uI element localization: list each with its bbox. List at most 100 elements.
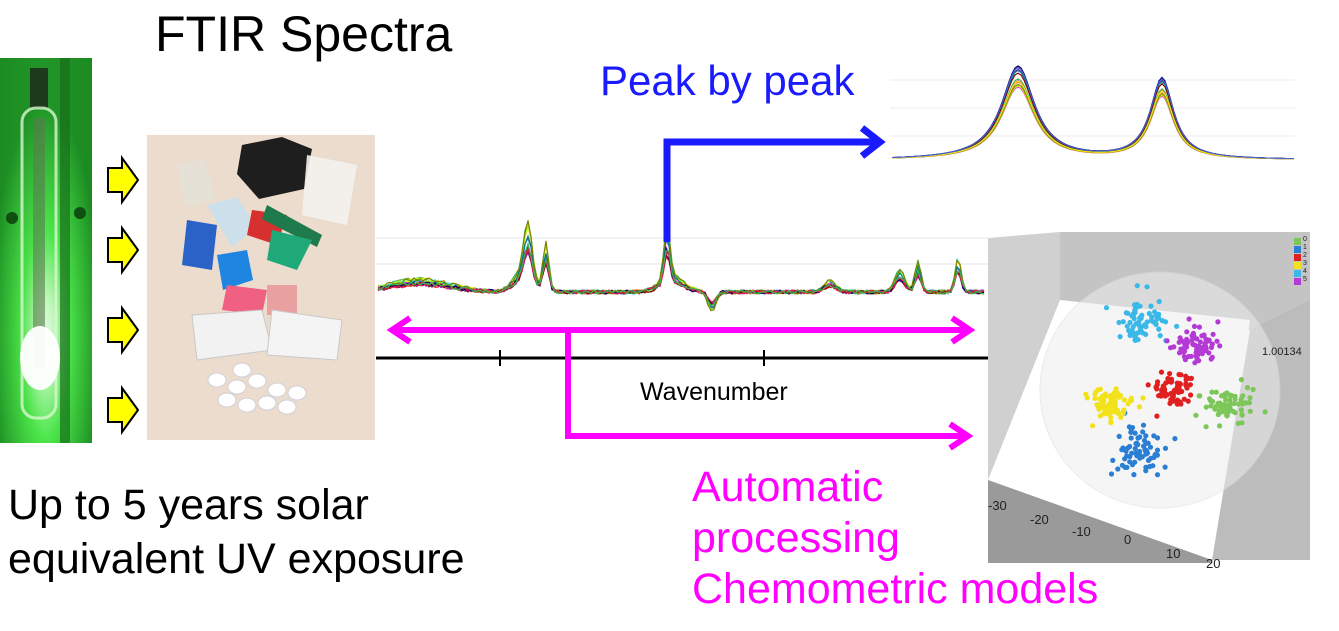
pca-point (1128, 429, 1134, 435)
pca-point (1181, 396, 1187, 402)
yellow-arrow-icon (107, 154, 140, 206)
pca-point (1185, 398, 1191, 404)
pca-point (1163, 380, 1169, 386)
pca-point (1124, 464, 1130, 470)
pca-point (1199, 333, 1205, 339)
exposure-line-2: equivalent UV exposure (8, 535, 465, 583)
pca-point (1193, 412, 1199, 418)
pca-point (1177, 399, 1183, 405)
pca-point (1210, 331, 1216, 337)
pca-legend-label: 3 (1303, 260, 1307, 267)
pca-point (1182, 357, 1188, 363)
pca-point (1191, 335, 1197, 341)
pca-side-value: 1.00134 (1262, 346, 1302, 358)
pca-point (1144, 284, 1150, 290)
pca-point (1167, 371, 1173, 377)
pca-point (1167, 345, 1174, 351)
pca-point (1162, 445, 1169, 451)
spectrum-lines (377, 219, 985, 312)
pca-point (1090, 423, 1096, 429)
pca-point (1099, 393, 1105, 399)
pca-point (1136, 319, 1142, 325)
pca-point (1132, 430, 1138, 436)
peak-by-peak-label: Peak by peak (600, 57, 855, 104)
pca-point (1132, 308, 1138, 314)
pca-point (1196, 358, 1202, 364)
axis-label-wavenumber: Wavenumber (640, 378, 788, 406)
pca-point (1192, 360, 1198, 366)
uv-lamp-drawing (0, 58, 92, 443)
pca-point (1208, 403, 1214, 409)
pca-point (1127, 319, 1133, 326)
pca-point (1183, 373, 1189, 379)
uv-lamp-photo (0, 58, 92, 443)
pca-point (1108, 415, 1114, 421)
pca-point (1139, 324, 1145, 330)
pca-point (1167, 400, 1173, 406)
pca-point (1145, 457, 1152, 463)
pca-legend-swatch (1294, 278, 1301, 285)
pca-point (1129, 450, 1135, 456)
pca-point (1135, 337, 1141, 343)
pca-point (1219, 393, 1225, 399)
pca-point (1182, 344, 1188, 350)
pca-point (1232, 396, 1238, 403)
pca-point (1203, 404, 1209, 410)
pca-point (1103, 305, 1110, 311)
exposure-caption: Up to 5 years solar equivalent UV exposu… (8, 478, 465, 586)
pca-point (1188, 375, 1194, 381)
pca-point (1140, 422, 1147, 428)
pca-point (1247, 408, 1253, 414)
pca-point (1154, 413, 1160, 419)
pca-x-tick: -10 (1072, 524, 1091, 539)
pca-point (1144, 319, 1150, 325)
pca-point (1140, 395, 1146, 401)
pca-point (1171, 387, 1177, 393)
pca-point (1190, 330, 1196, 336)
pca-point (1150, 463, 1156, 469)
pca-point (1110, 457, 1116, 463)
pca-point (1132, 446, 1138, 452)
pca-point (1083, 391, 1089, 397)
blue-peak-arrow (663, 125, 886, 242)
pca-point (1134, 440, 1140, 446)
pca-point (1131, 472, 1137, 478)
pca-point (1206, 350, 1212, 356)
pca-point (1140, 429, 1146, 435)
processing-line-1: Automatic (692, 463, 884, 511)
pca-point (1117, 334, 1123, 340)
pca-point (1128, 397, 1134, 404)
pca-point (1129, 462, 1136, 468)
magenta-processing-arrow (565, 330, 974, 451)
pca-legend-swatch (1294, 238, 1301, 245)
processing-line-3: Chemometric models (692, 565, 1099, 613)
pca-point (1154, 435, 1161, 441)
pca-point (1172, 436, 1178, 442)
pca-point (1159, 387, 1165, 393)
pca-point (1150, 319, 1156, 325)
pca-point (1210, 398, 1216, 405)
pca-point (1215, 400, 1221, 406)
pca-point (1154, 386, 1160, 392)
pca-point (1136, 404, 1143, 410)
pca-point (1143, 464, 1149, 470)
pca-point (1120, 409, 1126, 415)
pca-point (1180, 349, 1187, 355)
pca-point (1159, 318, 1165, 324)
pca-point (1110, 405, 1116, 411)
pca-legend-label: 4 (1303, 268, 1307, 275)
pca-legend-swatch (1294, 270, 1301, 277)
pca-legend-swatch (1294, 246, 1301, 253)
spectrum-trace (377, 241, 985, 307)
pca-point (1191, 323, 1198, 329)
pca-point (1203, 424, 1209, 430)
pca-x-tick: -30 (988, 498, 1007, 513)
pca-point (1215, 319, 1221, 325)
pca-point (1197, 339, 1203, 345)
pca-point (1190, 341, 1196, 347)
peak-lines (891, 65, 1295, 160)
pca-point (1183, 382, 1189, 388)
pca-point (1158, 369, 1165, 375)
pca-point (1203, 346, 1209, 352)
yellow-arrow-icon (107, 384, 140, 436)
